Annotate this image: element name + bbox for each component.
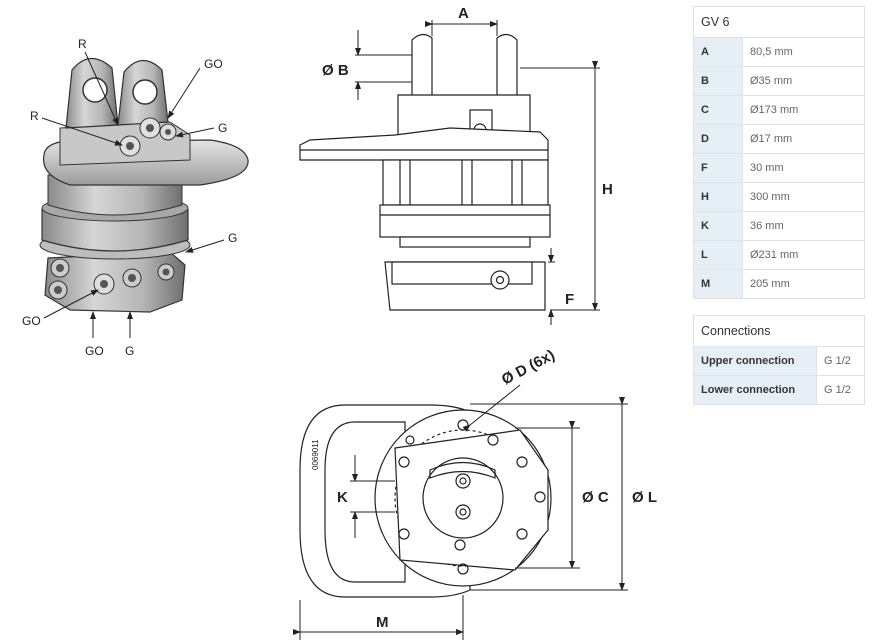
spec-key: C: [693, 95, 743, 125]
side-view-dimensions: [355, 20, 600, 325]
spec-key: K: [693, 211, 743, 241]
iso-label-g-lower: G: [228, 231, 237, 245]
dim-label-b: Ø B: [322, 62, 349, 79]
spec-key: B: [693, 66, 743, 96]
spec-value: Ø17 mm: [742, 124, 865, 154]
spec-value: Ø173 mm: [742, 95, 865, 125]
iso-label-go-top: GO: [204, 57, 223, 71]
spec-key: H: [693, 182, 743, 212]
spec-value: 205 mm: [742, 269, 865, 299]
dim-label-m: M: [376, 614, 389, 631]
spec-key: M: [693, 269, 743, 299]
iso-label-r-top: R: [78, 37, 87, 51]
dim-label-a: A: [458, 5, 469, 22]
spec-value: 80,5 mm: [742, 37, 865, 67]
spec-value: Ø231 mm: [742, 240, 865, 270]
iso-label-g-right: G: [218, 121, 227, 135]
spec-value: Ø35 mm: [742, 66, 865, 96]
top-view: [299, 404, 552, 598]
connection-value: G 1/2: [816, 375, 865, 405]
iso-label-go-left: GO: [22, 314, 41, 328]
spec-value: 30 mm: [742, 153, 865, 183]
technical-drawing: R GO R G G GO GO G: [22, 5, 657, 640]
connection-key: Upper connection: [693, 346, 817, 376]
spec-value: 36 mm: [742, 211, 865, 241]
iso-label-g-bottom: G: [125, 344, 134, 358]
dim-label-c: Ø C: [582, 489, 609, 506]
top-view-dimensions: [293, 384, 628, 640]
spec-table-header: GV 6: [693, 6, 865, 38]
connections-title: Connections: [693, 315, 865, 347]
spec-title: GV 6: [693, 6, 865, 38]
connection-value: G 1/2: [816, 346, 865, 376]
part-number: 0069011: [311, 439, 320, 470]
spec-key: D: [693, 124, 743, 154]
dim-label-l: Ø L: [632, 489, 657, 506]
dim-label-f: F: [565, 291, 574, 308]
dim-label-d: Ø D (6x): [499, 347, 558, 389]
spec-value: 300 mm: [742, 182, 865, 212]
dim-label-h: H: [602, 181, 613, 198]
connections-table-header: Connections: [693, 315, 865, 347]
spec-key: A: [693, 37, 743, 67]
spec-key: L: [693, 240, 743, 270]
dim-label-k: K: [337, 489, 348, 506]
spec-key: F: [693, 153, 743, 183]
isometric-view: R GO R G G GO GO G: [22, 37, 249, 358]
connection-key: Lower connection: [693, 375, 817, 405]
side-view: [299, 33, 551, 311]
iso-label-go-bottom: GO: [85, 344, 104, 358]
iso-label-r-left: R: [30, 109, 39, 123]
